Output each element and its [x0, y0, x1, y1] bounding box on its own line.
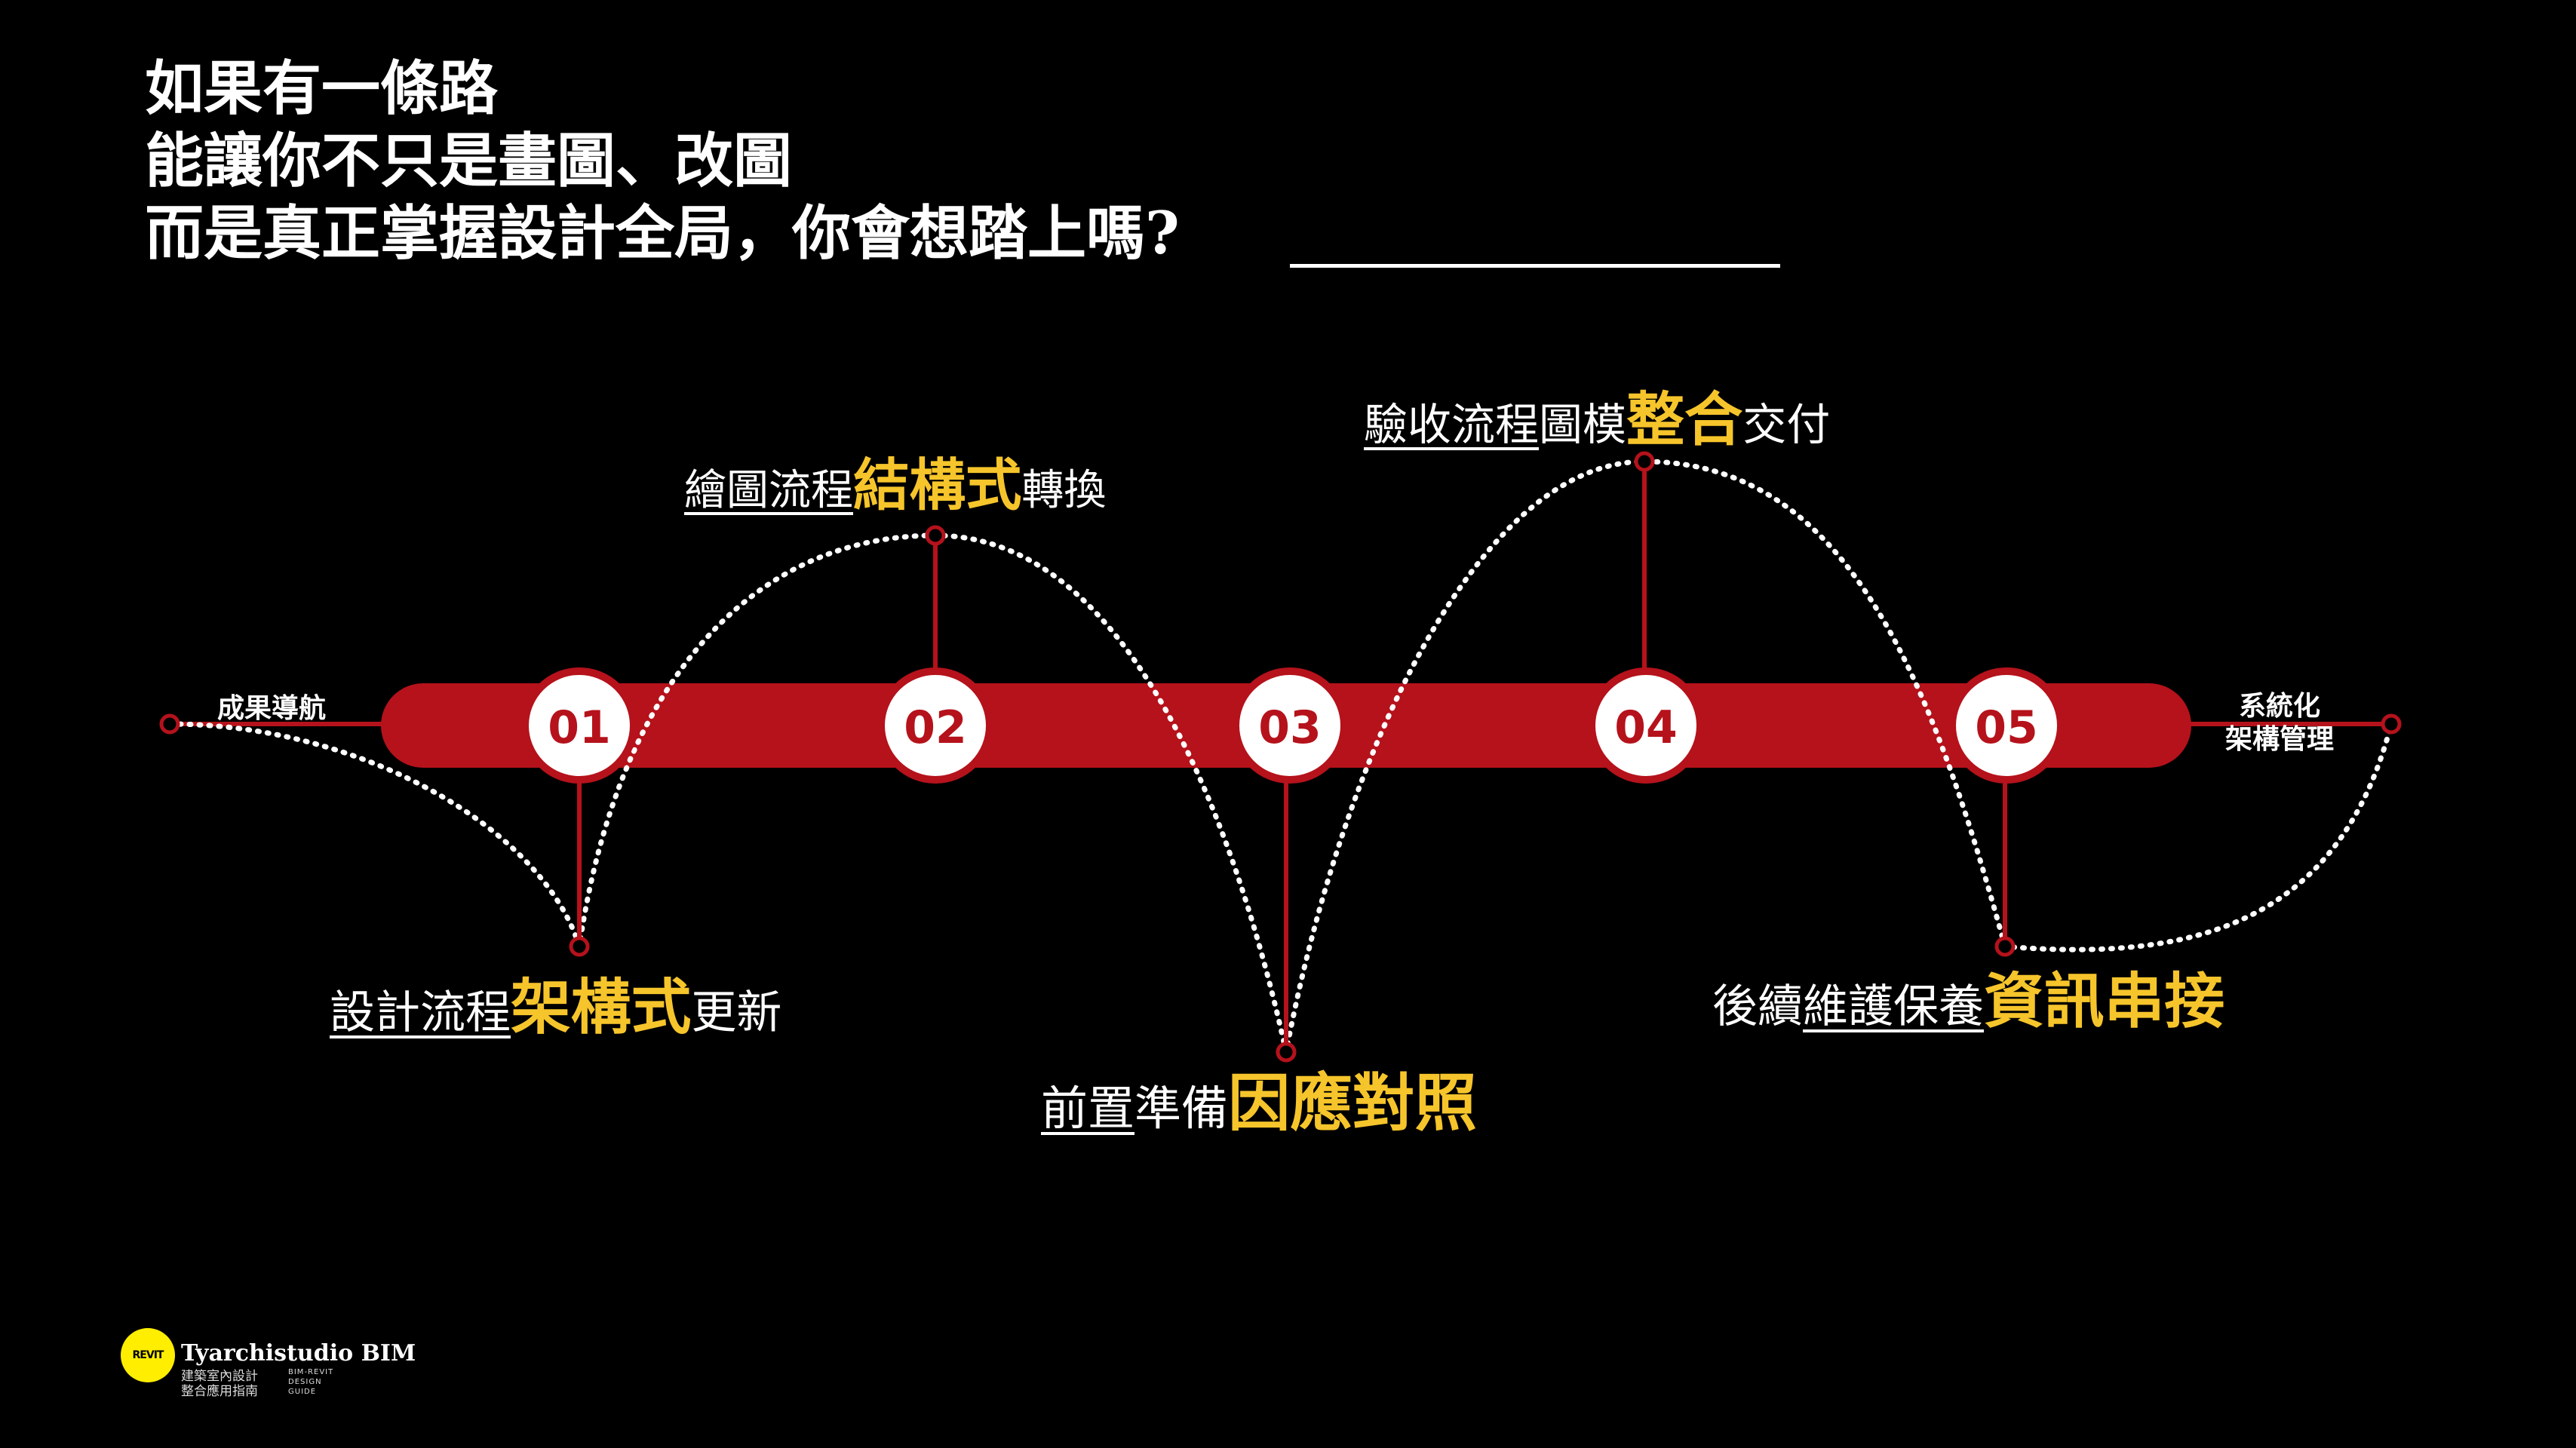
step-number-01: 01 [548, 701, 611, 754]
step-label-05-highlight: 資訊串接 [1984, 966, 2225, 1036]
step-label-01: 設計流程架構式更新 [330, 958, 781, 1045]
step-label-02-highlight: 結構式 [853, 452, 1022, 518]
step-number-02: 02 [904, 701, 967, 754]
anchor-04 [1634, 451, 1655, 472]
endpoint-start [159, 713, 180, 735]
step-label-02-underlined: 繪圖流程 [684, 466, 853, 515]
logo-subtitle: 建築室內設計 整合應用指南 [181, 1369, 258, 1399]
step-number-04: 04 [1614, 701, 1678, 754]
start-label: 成果導航 [217, 693, 327, 724]
step-label-01-tail: 更新 [691, 986, 782, 1039]
end-label: 系統化 架構管理 [2225, 690, 2334, 756]
step-label-03-highlight: 因應對照 [1228, 1067, 1477, 1140]
headline-line-1: 如果有一條路 [145, 54, 499, 123]
headline-line-2: 能讓你不只是畫圖、改圖 [145, 127, 793, 195]
anchor-03 [1276, 1042, 1297, 1063]
step-number-05: 05 [1975, 701, 2038, 754]
step-label-02: 繪圖流程結構式轉換 [684, 440, 1106, 521]
step-node-05: 05 [1948, 667, 2065, 784]
end-label-line-2: 架構管理 [2225, 724, 2335, 755]
endpoint-end [2381, 713, 2402, 735]
headline-line-3: 而是真正掌握設計全局，你會想踏上嗎? [145, 199, 1180, 268]
step-label-05-prefix: 後續 [1712, 980, 1803, 1033]
headline: 如果有一條路 能讓你不只是畫圖、改圖 而是真正掌握設計全局，你會想踏上嗎? [145, 53, 1180, 270]
step-number-03: 03 [1258, 701, 1322, 754]
step-node-03: 03 [1232, 667, 1348, 784]
step-node-04: 04 [1588, 667, 1704, 784]
step-label-02-tail: 轉換 [1021, 466, 1107, 515]
end-label-line-1: 系統化 [2239, 691, 2321, 722]
step-label-05: 後續維護保養資訊串接 [1712, 952, 2224, 1039]
step-label-04-tail: 圖模 [1539, 399, 1627, 450]
step-label-01-highlight: 架構式 [511, 972, 692, 1042]
step-label-04-highlight: 整合 [1626, 386, 1743, 454]
step-node-01: 01 [521, 667, 637, 784]
step-label-01-underlined: 設計流程 [330, 986, 511, 1039]
step-label-04: 驗收流程圖模整合交付 [1364, 373, 1830, 457]
logo-name: Tyarchistudio BIM [181, 1340, 416, 1367]
step-label-03-underlined: 前置 [1041, 1081, 1135, 1136]
brand-logo: REVIT Tyarchistudio BIM 建築室內設計 整合應用指南 BI… [121, 1324, 416, 1407]
step-node-02: 02 [877, 667, 993, 784]
revit-badge-icon: REVIT [121, 1328, 175, 1382]
step-label-03: 前置準備因應對照 [1041, 1052, 1477, 1143]
anchor-05 [1994, 936, 2016, 957]
step-label-04-tail2: 交付 [1742, 399, 1831, 450]
anchor-02 [925, 525, 946, 546]
logo-subtitle-en: BIM-REVIT DESIGN GUIDE [288, 1368, 334, 1396]
answer-blank-line [1290, 264, 1780, 268]
step-label-04-underlined: 驗收流程 [1364, 399, 1540, 450]
step-label-03-tail: 準備 [1134, 1081, 1229, 1136]
anchor-01 [569, 936, 590, 957]
step-label-05-underlined: 維護保養 [1803, 980, 1984, 1033]
